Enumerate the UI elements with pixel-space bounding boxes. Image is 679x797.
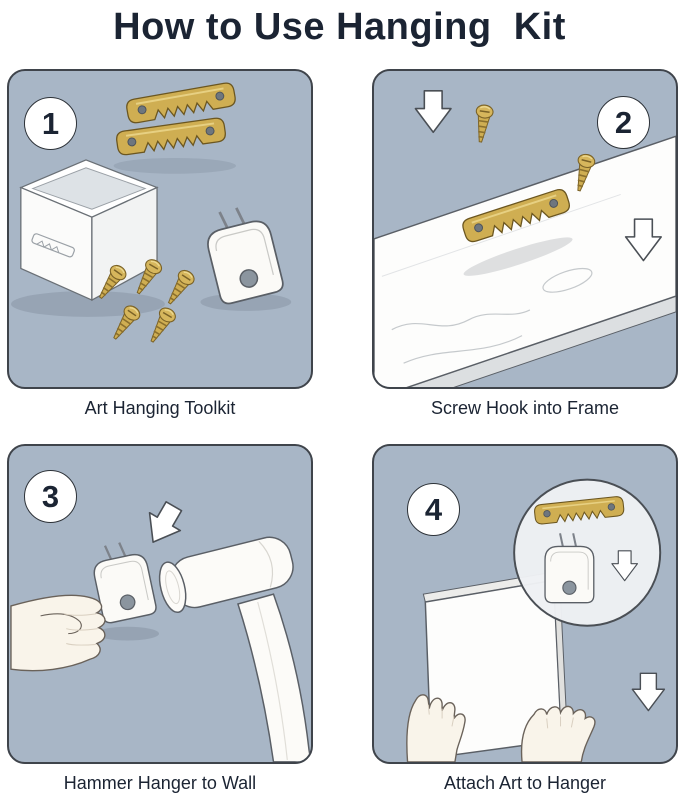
wall-hook-icon <box>199 199 287 307</box>
left-hand-illustration <box>406 694 466 762</box>
step-caption: Attach Art to Hanger <box>443 773 607 793</box>
wood-frame-illustration <box>374 135 676 387</box>
right-hand-illustration <box>520 705 596 762</box>
step-number-badge: 3 <box>24 470 77 523</box>
step-number-badge: 2 <box>597 96 650 149</box>
down-left-arrow-icon <box>136 496 190 552</box>
hand-illustration <box>10 594 106 672</box>
step-number-badge: 4 <box>407 483 460 536</box>
step-4-section: 4 Attach Art to Hanger <box>372 444 678 795</box>
step-caption: Screw Hook into Frame <box>430 398 620 418</box>
frame-illustration <box>374 90 676 387</box>
step-1-panel: 1 <box>7 69 313 389</box>
hammer-illustration <box>158 536 311 762</box>
magnifier-callout <box>513 478 662 627</box>
step-number: 3 <box>41 478 60 514</box>
attach-art-illustration <box>406 478 666 762</box>
page-title: How to Use Hanging Kit <box>113 6 566 48</box>
down-arrow-icon <box>631 672 666 712</box>
step-4-panel: 4 <box>372 444 678 764</box>
down-arrow-icon <box>414 90 452 134</box>
step-caption: Hammer Hanger to Wall <box>63 773 257 793</box>
step-2-section: 2 Screw Hook into Frame <box>372 69 678 420</box>
hammering-illustration <box>10 496 311 762</box>
storage-box-illustration <box>19 159 159 302</box>
step-3-panel: 3 <box>7 444 313 764</box>
sawtooth-hanger-icon <box>114 116 228 157</box>
steps-grid: 1 Art Hanging Toolkit <box>7 69 679 795</box>
box-label-hanger-sketch <box>31 233 75 258</box>
step-number: 2 <box>614 104 633 140</box>
step-2-panel: 2 <box>372 69 678 389</box>
step-3-section: 3 Hammer Hanger to Wall <box>7 444 313 795</box>
step-1-section: 1 Art Hanging Toolkit <box>7 69 313 420</box>
step-number: 1 <box>41 105 60 141</box>
sawtooth-hanger-icon <box>124 80 238 126</box>
toolkit-illustration <box>10 80 292 347</box>
step-number: 4 <box>424 491 443 527</box>
step-caption: Art Hanging Toolkit <box>84 398 236 418</box>
step-number-badge: 1 <box>24 97 77 150</box>
